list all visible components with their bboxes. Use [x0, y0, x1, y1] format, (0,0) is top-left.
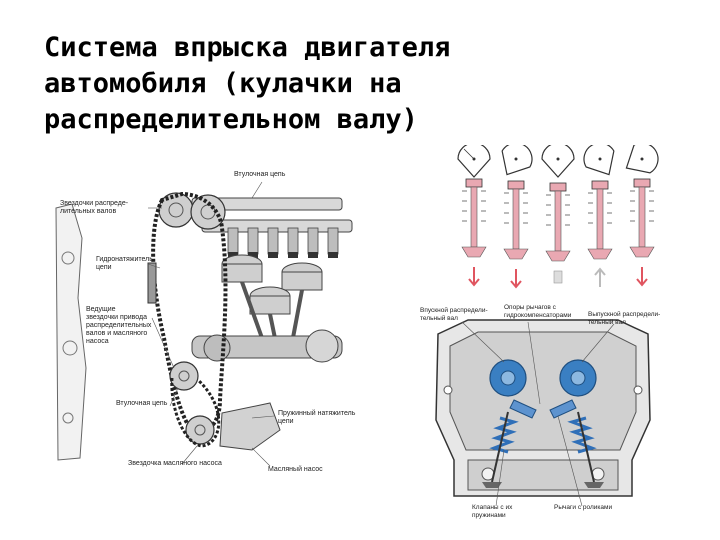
cam-valve-units	[458, 145, 664, 287]
label-rockers: Рычаги с роликами	[554, 504, 612, 512]
engine-timing-figure: Втулочная цепь Звездочки распреде- лител…	[52, 168, 382, 480]
cylinder-head-illustration	[418, 300, 666, 524]
label-valves: Клапаны с их пружинами	[472, 504, 512, 520]
label-intake-cam: Впускной распредели- тельный вал	[420, 307, 488, 323]
label-rocker-supports: Опоры рычагов с гидрокомпенсаторами	[504, 304, 571, 320]
label-cam-sprockets: Звездочки распреде- лительных валов	[60, 200, 128, 216]
label-lower-chain: Втулочная цепь	[116, 400, 167, 408]
label-spring-tensioner: Пружинный натяжитель цепи	[278, 410, 355, 426]
label-top-chain: Втулочная цепь	[234, 171, 285, 179]
label-oil-pump: Масляный насос	[268, 466, 323, 474]
cylinder-head-section: Впускной распредели- тельный вал Опоры р…	[418, 300, 666, 524]
label-oil-pump-sprocket: Звездочка масляного насоса	[128, 460, 222, 468]
slide-title: Система впрыска двигателя автомобиля (ку…	[44, 30, 564, 138]
label-exhaust-cam: Выпускной распредели- тельный вал	[588, 311, 660, 327]
label-tensioner: Гидронатяжитель цепи	[96, 256, 153, 272]
cam-valve-illustration	[454, 145, 672, 295]
cam-valve-diagram	[454, 145, 672, 295]
label-drive-sprockets: Ведущие звездочки привода распределитель…	[86, 306, 151, 346]
